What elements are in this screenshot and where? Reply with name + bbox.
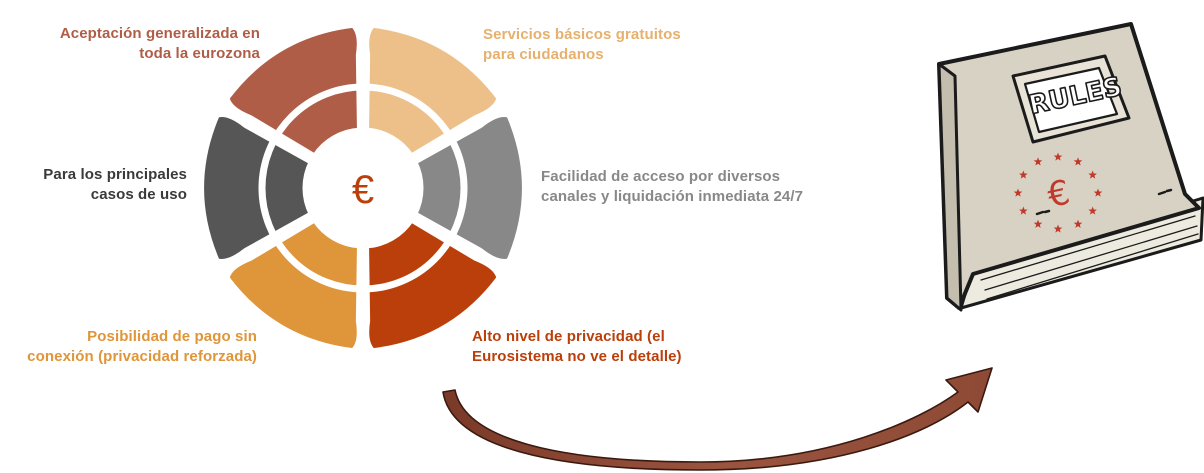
star-icon: [1053, 224, 1063, 233]
euro-symbol: €: [352, 168, 374, 212]
eu-stars-icon: [1013, 152, 1103, 233]
wheel-segment-top-right: [364, 22, 502, 159]
star-icon: [1033, 219, 1043, 228]
star-icon: [1033, 157, 1043, 166]
wheel-segment-right: [412, 112, 527, 264]
wheel-segment-left: [199, 112, 314, 264]
star-icon: [1019, 206, 1028, 215]
star-icon: [1093, 188, 1103, 197]
star-icon: [1088, 170, 1097, 179]
star-icon: [1019, 170, 1028, 179]
wheel-center: [311, 136, 415, 240]
wheel-inner-ring: [258, 83, 468, 293]
star-icon: [1073, 157, 1083, 166]
wheel-segment-bottom-right: [364, 217, 502, 354]
label-bottom-right: Alto nivel de privacidad (el Eurosistema…: [472, 328, 682, 365]
label-left: Para los principales casos de uso: [43, 166, 187, 203]
arrow-body: [442, 367, 993, 471]
wheel-segment-bottom-left: [224, 217, 362, 354]
label-top-left: Aceptación generalizada en toda la euroz…: [59, 25, 260, 62]
star-icon: [1073, 219, 1083, 228]
feature-wheel: €: [199, 22, 527, 354]
star-icon: [1013, 188, 1023, 197]
star-icon: [1088, 206, 1097, 215]
star-icon: [1053, 152, 1063, 161]
label-right: Facilidad de acceso por diversos canales…: [541, 168, 804, 205]
label-bottom-left: Posibilidad de pago sin conexión (privac…: [27, 328, 257, 365]
label-top-right: Servicios básicos gratuitos para ciudada…: [483, 26, 681, 63]
wheel-segment-top-left: [224, 22, 362, 159]
